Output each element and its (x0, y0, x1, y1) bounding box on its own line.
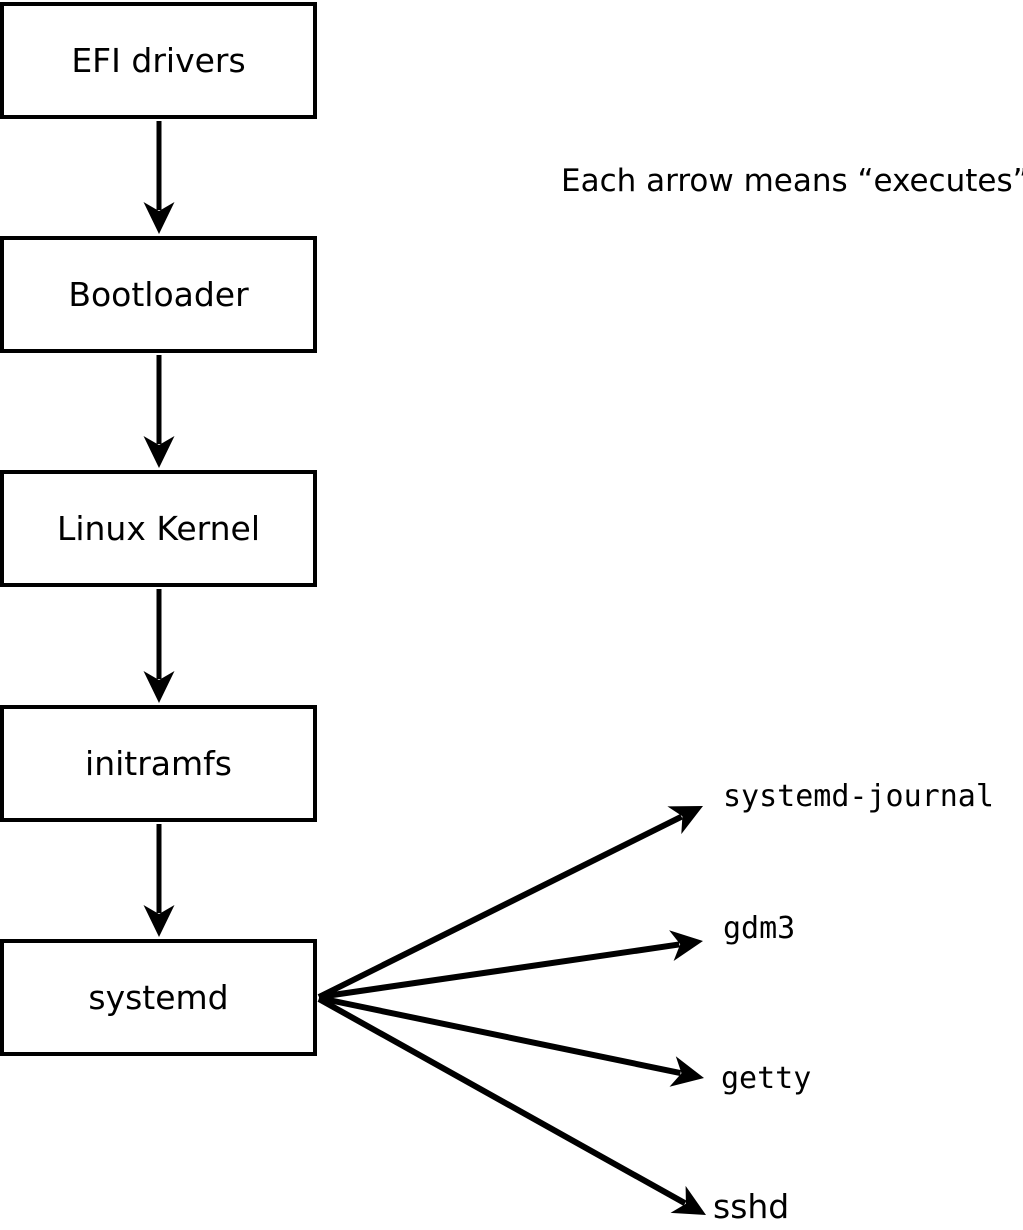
edge-bootloader-to-kernel-arrowhead-icon (143, 436, 175, 468)
node-efi-drivers: EFI drivers (0, 2, 317, 119)
edge-initramfs-to-systemd-arrowhead-icon (143, 905, 175, 937)
node-linux-kernel: Linux Kernel (0, 470, 317, 587)
node-initramfs: initramfs (0, 705, 317, 822)
edge-systemd-to-gdm3-arrowhead-icon (669, 930, 703, 961)
node-efi-drivers-label: EFI drivers (71, 41, 246, 80)
edge-systemd-to-journal (317, 806, 703, 1000)
process-systemd-journal-label: systemd-journal (723, 779, 994, 814)
process-sshd-label: sshd (713, 1187, 790, 1226)
node-systemd: systemd (0, 939, 317, 1056)
edge-systemd-to-journal-arrowhead-icon (667, 806, 703, 835)
process-gdm3-label: gdm3 (723, 911, 796, 946)
legend-note: Each arrow means “executes”. (561, 163, 1023, 199)
node-initramfs-label: initramfs (85, 744, 232, 783)
edge-systemd-to-getty (318, 995, 704, 1087)
edge-kernel-to-initramfs-arrowhead-icon (143, 671, 175, 703)
node-systemd-label: systemd (88, 978, 229, 1017)
edge-efi-to-bootloader-arrowhead-icon (143, 202, 175, 234)
node-linux-kernel-label: Linux Kernel (56, 509, 261, 548)
edge-systemd-to-sshd-arrowhead-icon (670, 1185, 706, 1215)
process-getty-label: getty (721, 1061, 812, 1096)
edge-systemd-to-sshd (317, 996, 706, 1215)
edge-efi-to-bootloader (143, 121, 175, 234)
edge-kernel-to-initramfs (143, 589, 175, 703)
edge-systemd-to-gdm3 (318, 930, 703, 1000)
node-bootloader: Bootloader (0, 236, 317, 353)
edge-initramfs-to-systemd (143, 824, 175, 937)
node-bootloader-label: Bootloader (68, 275, 249, 314)
edge-bootloader-to-kernel (143, 355, 175, 468)
edge-systemd-to-getty-arrowhead-icon (669, 1056, 704, 1087)
